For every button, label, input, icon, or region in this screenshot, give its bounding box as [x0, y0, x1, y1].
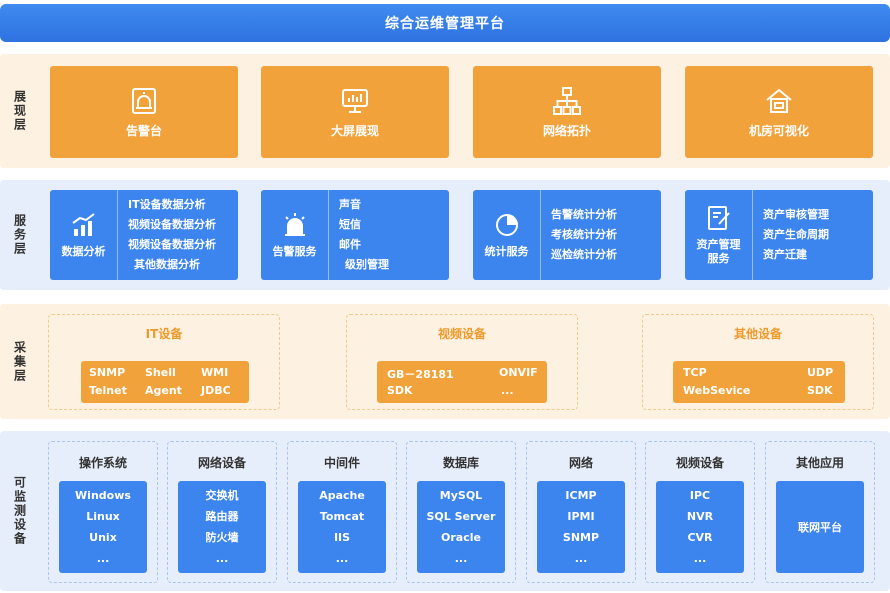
- collect-group-video: 视频设备 GB－28181 ONVIF SDK ...: [346, 314, 578, 410]
- card-data-analysis: 数据分析 IT设备数据分析 视频设备数据分析 视频设备数据分析 其他数据分析: [50, 190, 238, 280]
- card-label: 告警台: [125, 123, 162, 138]
- presentation-layer: 展现层 告警台 大屏展现: [0, 54, 890, 168]
- service-item: 视频设备数据分析: [128, 218, 216, 231]
- device-group-network-devices: 网络设备 交换机 路由器 防火墙 ...: [167, 441, 277, 583]
- network-topology-icon: [553, 86, 581, 115]
- card-network-topology: 网络拓扑: [473, 66, 661, 158]
- group-title: 中间件: [323, 456, 360, 470]
- device-box: MySQL SQL Server Oracle ...: [417, 481, 505, 573]
- service-items: 声音 短信 邮件 级别管理: [339, 190, 445, 280]
- collection-layer: 采集层 IT设备 SNMP Shell WMI Telnet Agent JDB…: [0, 304, 890, 419]
- protocol-box: TCP UDP WebSevice SDK: [673, 361, 845, 403]
- protocol-box: SNMP Shell WMI Telnet Agent JDBC: [81, 361, 249, 403]
- collect-group-other: 其他设备 TCP UDP WebSevice SDK: [642, 314, 874, 410]
- device-group-database: 数据库 MySQL SQL Server Oracle ...: [406, 441, 516, 583]
- layer-label: 展现层: [12, 90, 27, 132]
- device-box: Apache Tomcat IIS ...: [298, 481, 386, 573]
- service-item: 其他数据分析: [134, 258, 200, 271]
- card-asset-management: 资产管理 服务 资产审核管理 资产生命周期 资产迁建: [685, 190, 873, 280]
- layer-label: 服务层: [12, 214, 27, 256]
- service-item: 短信: [339, 218, 361, 231]
- device-box: 联网平台: [776, 481, 864, 573]
- card-statistics-service: 统计服务 告警统计分析 考核统计分析 巡检统计分析: [473, 190, 661, 280]
- card-room-visualization: 机房可视化: [685, 66, 873, 158]
- group-title: 操作系统: [78, 456, 127, 470]
- device-box: ICMP IPMI SNMP ...: [537, 481, 625, 573]
- group-title: 其他应用: [795, 456, 844, 470]
- group-title: 数据库: [442, 456, 479, 470]
- service-label: 数据分析: [61, 245, 106, 258]
- device-box: 交换机 路由器 防火墙 ...: [178, 481, 266, 573]
- service-label: 统计服务: [484, 245, 529, 258]
- group-title: 网络设备: [197, 456, 246, 470]
- card-alarm-service: 告警服务 声音 短信 邮件 级别管理: [261, 190, 449, 280]
- house-icon: [766, 88, 792, 113]
- card-big-screen: 大屏展现: [261, 66, 449, 158]
- service-item: 告警统计分析: [551, 208, 617, 221]
- layer-label: 可监测设备: [12, 476, 27, 546]
- service-layer: 服务层 数据分析 IT设备数据分析 视频设备数据分析 视频设备数据分析 其他数据…: [0, 180, 890, 290]
- card-label: 大屏展现: [330, 123, 379, 138]
- service-item: 考核统计分析: [551, 228, 617, 241]
- document-edit-icon: [707, 206, 730, 230]
- device-box: IPC NVR CVR ...: [656, 481, 744, 573]
- service-label: 资产管理 服务: [696, 238, 741, 265]
- service-item: 巡检统计分析: [551, 248, 617, 261]
- group-title: 视频设备: [675, 456, 724, 470]
- pie-chart-icon: [495, 214, 518, 236]
- group-title: 其他设备: [733, 327, 782, 341]
- alarm-light-icon: [284, 213, 305, 236]
- group-title: 视频设备: [437, 327, 486, 341]
- group-title: 网络: [568, 456, 593, 470]
- service-items: 告警统计分析 考核统计分析 巡检统计分析: [551, 190, 657, 280]
- devices-layer: 可监测设备 操作系统 Windows Linux Unix ... 网络设备 交…: [0, 431, 890, 591]
- device-group-network: 网络 ICMP IPMI SNMP ...: [526, 441, 636, 583]
- group-title: IT设备: [145, 327, 183, 341]
- device-group-os: 操作系统 Windows Linux Unix ...: [48, 441, 158, 583]
- device-group-other-apps: 其他应用 联网平台: [765, 441, 875, 583]
- card-label: 机房可视化: [748, 123, 809, 138]
- service-item: 视频设备数据分析: [128, 238, 216, 251]
- alarm-console-icon: [132, 87, 156, 114]
- device-group-middleware: 中间件 Apache Tomcat IIS ...: [287, 441, 397, 583]
- layer-label: 采集层: [12, 340, 27, 383]
- device-box: Windows Linux Unix ...: [59, 481, 147, 573]
- service-item: 资产生命周期: [763, 228, 829, 241]
- collect-group-it: IT设备 SNMP Shell WMI Telnet Agent JDBC: [48, 314, 280, 410]
- card-alarm-console: 告警台: [50, 66, 238, 158]
- bar-chart-icon: [71, 213, 95, 236]
- device-group-video: 视频设备 IPC NVR CVR ...: [645, 441, 755, 583]
- service-item: 资产迁建: [763, 248, 807, 261]
- protocol-box: GB－28181 ONVIF SDK ...: [377, 361, 547, 403]
- service-item: IT设备数据分析: [128, 198, 206, 211]
- service-item: 级别管理: [345, 258, 389, 271]
- monitor-screen-icon: [342, 88, 368, 113]
- service-label: 告警服务: [272, 245, 317, 258]
- service-item: 邮件: [339, 238, 361, 251]
- platform-title: 综合运维管理平台: [0, 4, 890, 42]
- service-item: 声音: [339, 198, 361, 211]
- service-items: 资产审核管理 资产生命周期 资产迁建: [763, 190, 869, 280]
- service-items: IT设备数据分析 视频设备数据分析 视频设备数据分析 其他数据分析: [128, 190, 234, 280]
- service-item: 资产审核管理: [763, 208, 829, 221]
- card-label: 网络拓扑: [542, 123, 591, 138]
